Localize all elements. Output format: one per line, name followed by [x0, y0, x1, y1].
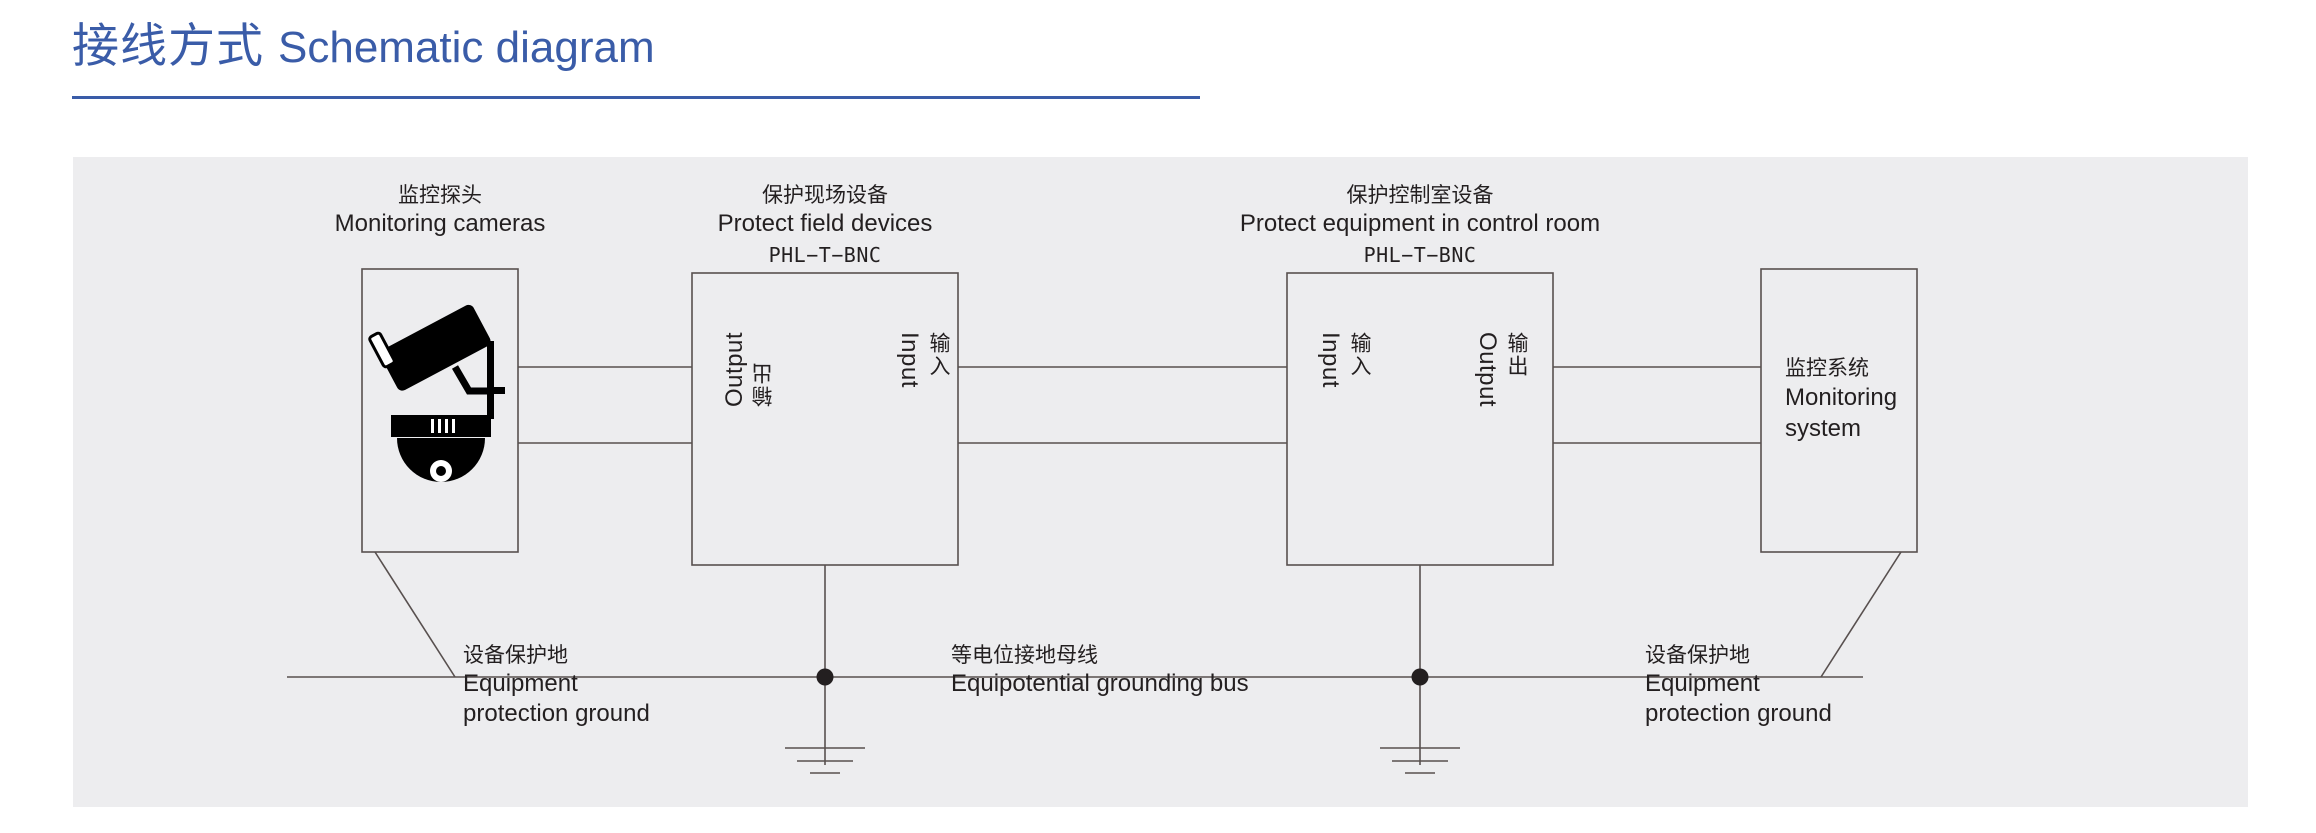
monitoring-system-label: 监控系统 Monitoring system: [1785, 355, 1897, 445]
camera-group-caption-en: Monitoring cameras: [334, 209, 546, 237]
field-device-caption: 保护现场设备 Protect field devices PHL−T−BNC: [718, 183, 933, 267]
bus-junction-dot-left: [816, 668, 834, 686]
equipment-protection-ground-left-cn: 设备保护地: [463, 644, 568, 667]
field-device-output-port-en: Output: [721, 332, 748, 408]
page-title-cn: 接线方式: [72, 19, 264, 72]
control-room-device-box: [1286, 272, 1554, 566]
field-device-input-port-label: Input 输入: [895, 332, 953, 388]
control-room-device-output-port-label: Output 输出: [1473, 332, 1531, 407]
field-device-input-port-en: Input: [896, 332, 923, 388]
equipotential-grounding-bus-cn: 等电位接地母线: [951, 644, 1098, 667]
page-header: 接线方式 Schematic diagram: [72, 22, 1202, 114]
equipment-protection-ground-left-en-1: Equipment: [463, 670, 578, 698]
control-room-device-caption-cn: 保护控制室设备: [1346, 184, 1494, 207]
schematic-vector-layer: [287, 268, 1918, 774]
camera-group-caption-cn: 监控探头: [398, 184, 482, 207]
earth-symbol-left: [785, 747, 865, 774]
equipment-protection-ground-left-en-2: protection ground: [463, 700, 650, 728]
page-title-en: Schematic diagram: [278, 23, 655, 72]
control-room-device-input-port-en: Input: [1317, 332, 1344, 388]
camera-box: [361, 268, 519, 553]
bus-junction-dot-right: [1411, 668, 1429, 686]
field-device-output-port-label: 输出 Output: [721, 332, 779, 407]
control-room-device-caption-en: Protect equipment in control room: [1239, 209, 1601, 237]
dome-camera-icon: [391, 415, 491, 482]
equipment-protection-ground-right-en-2: protection ground: [1645, 700, 1832, 728]
field-device-box: [691, 272, 959, 566]
equipotential-grounding-bus-label: 等电位接地母线 Equipotential grounding bus: [951, 643, 1249, 699]
control-room-device-caption: 保护控制室设备 Protect equipment in control roo…: [1240, 183, 1600, 267]
equipotential-grounding-bus-en: Equipotential grounding bus: [951, 670, 1249, 698]
equipment-protection-ground-left-label: 设备保护地 Equipment protection ground: [463, 643, 650, 729]
camera-group-caption: 监控探头 Monitoring cameras: [335, 183, 546, 238]
control-room-device-output-port-en: Output: [1474, 332, 1501, 408]
equipment-protection-ground-right-en-1: Equipment: [1645, 670, 1760, 698]
field-device-output-port-cn: 输出: [752, 361, 775, 408]
monitoring-system-label-cn: 监控系统: [1785, 357, 1869, 380]
field-device-model: PHL−T−BNC: [768, 242, 882, 267]
control-room-device-input-port-cn: 输入: [1348, 332, 1371, 378]
control-room-device-model: PHL−T−BNC: [1363, 242, 1477, 267]
title-underline-divider: [72, 96, 1200, 99]
ground-lead-monitoring-diagonal: [1820, 551, 1902, 678]
equipment-protection-ground-right-label: 设备保护地 Equipment protection ground: [1645, 643, 1832, 729]
monitoring-system-label-en-1: Monitoring: [1785, 384, 1898, 412]
schematic-diagram-panel: 监控探头 Monitoring cameras 保护现场设备 Protect f…: [73, 157, 2248, 807]
field-device-caption-en: Protect field devices: [717, 209, 933, 237]
field-device-caption-cn: 保护现场设备: [762, 184, 888, 207]
control-room-device-output-port-cn: 输出: [1505, 332, 1528, 378]
equipment-protection-ground-right-cn: 设备保护地: [1645, 644, 1750, 667]
field-device-input-port-cn: 输入: [927, 332, 950, 378]
bullet-camera-icon: [368, 304, 505, 419]
control-room-device-input-port-label: Input 输入: [1316, 332, 1374, 388]
monitoring-system-label-en-2: system: [1785, 415, 1862, 443]
earth-symbol-right: [1380, 747, 1460, 774]
ground-lead-camera-diagonal: [374, 551, 456, 678]
monitoring-system-box: [1760, 268, 1918, 553]
page-title: 接线方式 Schematic diagram: [72, 22, 655, 70]
